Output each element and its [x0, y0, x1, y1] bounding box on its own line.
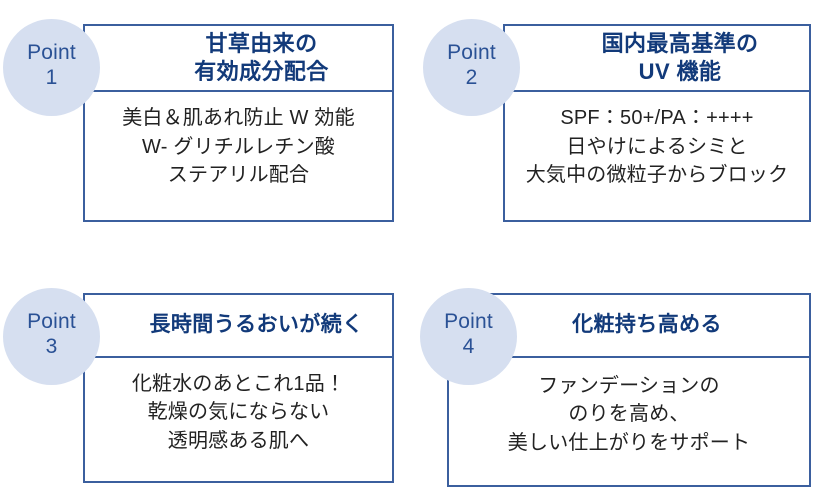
point-card-1-title: 甘草由来の 有効成分配合 [194, 31, 329, 84]
point-card-4-body-text: ファンデーションの のりを高め、 美しい仕上がりをサポート [507, 374, 751, 454]
point-card-1-header: 甘草由来の 有効成分配合 [85, 26, 392, 92]
point-card-1-body-text: 美白＆肌あれ防止 W 効能 W- グリチルレチン酸 ステアリル配合 [122, 107, 355, 187]
point-badge-1-number: 1 [45, 66, 58, 90]
point-card-3: 長時間うるおいが続く 化粧水のあとこれ1品！ 乾燥の気にならない 透明感ある肌へ [83, 293, 394, 483]
point-card-3-body-text: 化粧水のあとこれ1品！ 乾燥の気にならない 透明感ある肌へ [131, 372, 346, 452]
point-card-2-body-text: SPF：50+/PA：++++ 日やけによるシミと 大気中の微粒子からブロック [525, 107, 789, 187]
point-card-2-title: 国内最高基準の UV 機能 [601, 31, 759, 84]
point-card-2-body: SPF：50+/PA：++++ 日やけによるシミと 大気中の微粒子からブロック [505, 92, 809, 220]
point-card-4: 化粧持ち高める ファンデーションの のりを高め、 美しい仕上がりをサポート [447, 293, 811, 487]
point-card-2: 国内最高基準の UV 機能 SPF：50+/PA：++++ 日やけによるシミと … [503, 24, 811, 222]
point-badge-2-number: 2 [465, 66, 478, 90]
point-card-4-body: ファンデーションの のりを高め、 美しい仕上がりをサポート [449, 358, 809, 485]
point-badge-1-word: Point [27, 41, 76, 65]
point-card-3-body: 化粧水のあとこれ1品！ 乾燥の気にならない 透明感ある肌へ [85, 358, 392, 481]
point-badge-2: Point 2 [423, 19, 520, 116]
point-badge-2-word: Point [447, 41, 496, 65]
point-badge-3-word: Point [27, 310, 76, 334]
point-badge-3: Point 3 [3, 288, 100, 385]
point-badge-3-number: 3 [45, 335, 58, 359]
point-card-3-header: 長時間うるおいが続く [85, 295, 392, 358]
point-card-1-body: 美白＆肌あれ防止 W 効能 W- グリチルレチン酸 ステアリル配合 [85, 92, 392, 220]
point-card-4-header: 化粧持ち高める [449, 295, 809, 358]
point-badge-4-word: Point [444, 310, 493, 334]
point-badge-4-number: 4 [462, 335, 475, 359]
point-card-2-header: 国内最高基準の UV 機能 [505, 26, 809, 92]
point-card-4-title: 化粧持ち高める [572, 313, 722, 337]
point-badge-4: Point 4 [420, 288, 517, 385]
point-card-1: 甘草由来の 有効成分配合 美白＆肌あれ防止 W 効能 W- グリチルレチン酸 ス… [83, 24, 394, 222]
point-badge-1: Point 1 [3, 19, 100, 116]
point-card-3-title: 長時間うるおいが続く [149, 313, 364, 337]
